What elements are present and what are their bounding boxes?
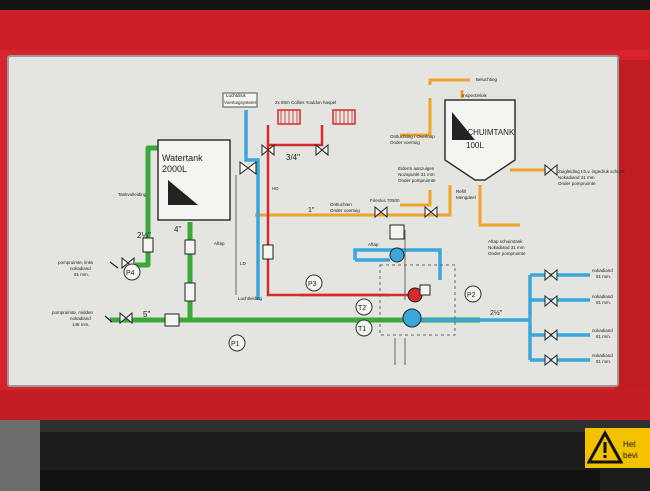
label-air-system2: Voertuigsysteem	[224, 100, 258, 105]
water-tank-title: Watertank	[162, 153, 203, 163]
label-pump-mid2: nokadiand	[70, 316, 91, 321]
foam-tank-title: SCHUIMTANK	[462, 128, 515, 137]
size-label-4: 3/4"	[286, 153, 300, 162]
callout-t1: T1	[358, 326, 366, 333]
label-out-3: nokadiand	[592, 328, 613, 333]
callouts	[123, 263, 482, 352]
label-pump-mid1: pompruimte, midden	[52, 310, 94, 315]
label-out-2: nokadiand	[592, 294, 613, 299]
label-supply2: Nokadiand 31 mm	[558, 175, 595, 180]
callout-p1: P1	[231, 341, 240, 348]
warning-sticker: Het bevi	[585, 428, 650, 468]
size-label-6: 2½"	[490, 309, 503, 317]
high-pressure-lines	[266, 125, 415, 297]
label-inspection: Inspectieluik	[462, 93, 488, 98]
label-drain: Aftap	[368, 242, 379, 247]
label-mixer: Mengdeel	[456, 195, 476, 200]
foam-tank-volume: 100L	[466, 141, 484, 150]
callout-p4: P4	[126, 270, 135, 277]
label-air-system: Luchtdruk	[226, 93, 247, 98]
label-breather: Beluchting	[476, 77, 498, 82]
pumps	[389, 247, 423, 328]
label-foam-drain3: Onder pompruimte	[488, 251, 526, 256]
callout-t2: T2	[358, 305, 366, 312]
label-hd: HD	[272, 186, 279, 191]
warning-triangle-icon	[587, 430, 623, 464]
label-out-1-mm: 81 mm.	[596, 274, 611, 279]
label-venting2: Onder voertuig	[330, 208, 360, 213]
label-proportioner: Fireslus 70500	[370, 198, 400, 203]
label-refill: Refill	[456, 189, 466, 194]
label-lucht: Luchtleiding	[238, 296, 263, 301]
label-foam-drain1: Aftap schuimtank	[488, 239, 523, 244]
water-tank-volume: 2000L	[162, 164, 187, 174]
callout-p2: P2	[467, 292, 476, 299]
label-overflow1: Ontluchting / Overloop	[390, 134, 435, 139]
label-empty3: Onder pompruimte	[398, 178, 436, 183]
aux-lines	[235, 175, 456, 365]
label-pump-left3: 81 mm.	[74, 272, 89, 277]
schematic-panel	[7, 55, 619, 387]
label-fill-conn: Tankvulleiding	[118, 192, 147, 197]
label-empty2: Nozapunkt 31 mm	[398, 172, 435, 177]
label-out-4: nokadiand	[592, 353, 613, 358]
callout-p3: P3	[308, 281, 317, 288]
label-empty1: Eiderm aanzuigen	[398, 166, 435, 171]
foam-tank: SCHUIMTANK 100L	[444, 99, 516, 181]
label-pump-mid3: 148 mm.	[72, 322, 90, 327]
label-drain-tank: Aftap	[214, 241, 225, 246]
size-label-2: 4"	[174, 225, 181, 234]
warning-text-1: Het	[623, 440, 636, 449]
size-label-3: 5"	[143, 310, 150, 319]
outlet-stubs	[104, 261, 119, 323]
size-label-1: 2½"	[137, 231, 151, 240]
label-overflow2: Onder voertuig	[390, 140, 420, 145]
label-pump-left1: pompruimte, links	[58, 260, 94, 265]
label-supply1: Zuigleiding t.b.v. ingedruk schuim	[558, 169, 625, 174]
label-ld: LD	[240, 261, 247, 266]
water-tank: Watertank 2000L	[157, 139, 231, 221]
valves	[119, 143, 558, 367]
label-hose-reel: 2x 80m Collins Youldon haspel	[275, 100, 336, 105]
label-pump-left2: nokadiand	[70, 266, 91, 271]
label-out-3-mm: 81 mm.	[596, 334, 611, 339]
label-foam-drain2: Nokadiand 31 mm	[488, 245, 525, 250]
label-venting1: Ontluchten	[330, 202, 352, 207]
air-box	[222, 92, 258, 108]
warning-text-2: bevi	[623, 451, 638, 460]
label-out-4-mm: 81 mm.	[596, 359, 611, 364]
low-pressure-lines	[244, 110, 590, 362]
label-out-2-mm: 81 mm.	[596, 300, 611, 305]
hose-reels	[277, 109, 356, 125]
foam-lines	[255, 78, 545, 227]
size-label-5: 1"	[308, 207, 315, 214]
strainers	[142, 224, 431, 327]
label-out-1: nokadiand	[592, 268, 613, 273]
label-supply3: Onder pompruimte	[558, 181, 596, 186]
